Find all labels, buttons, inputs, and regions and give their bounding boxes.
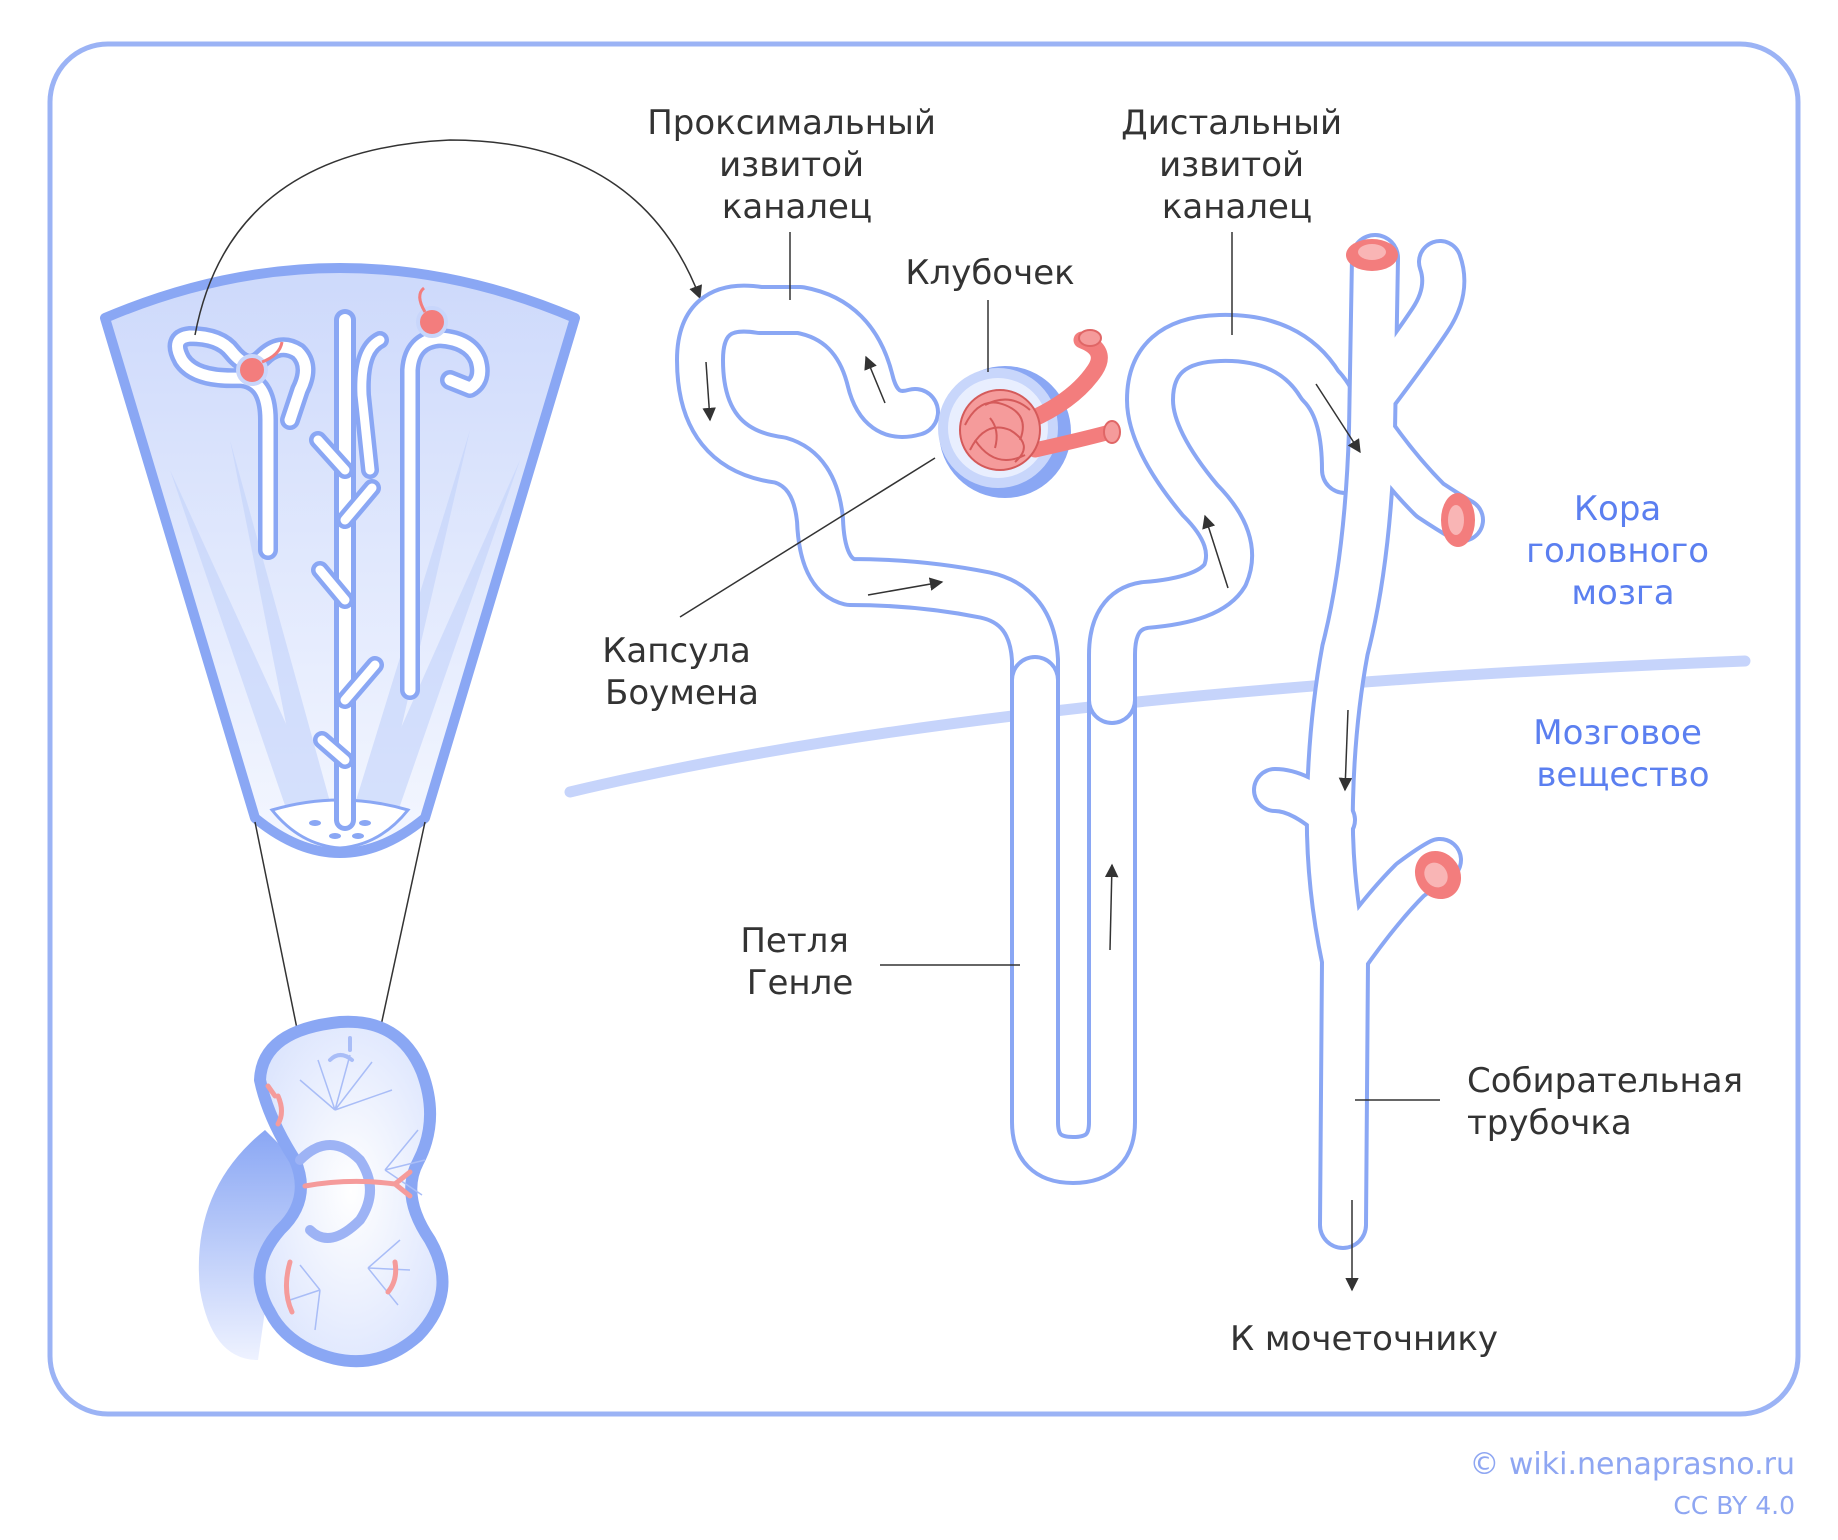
vessel-section-lower xyxy=(1414,850,1462,900)
credit-site: © wiki.nenaprasno.ru xyxy=(1469,1447,1795,1482)
label-medulla: Мозговое вещество xyxy=(1533,713,1712,795)
label-bowman-capsule: Капсула Боумена xyxy=(602,631,761,713)
vessel-section-top xyxy=(1346,239,1398,271)
label-cortex: Кора головного мозга xyxy=(1526,489,1720,613)
cortex-medulla-boundary xyxy=(564,655,1751,798)
flow-arrows xyxy=(702,355,1361,1292)
kidney-illustration xyxy=(198,1015,449,1368)
label-proximal-tubule: Проксимальный извитой каналец xyxy=(647,103,947,227)
label-glomerulus: Клубочек xyxy=(905,253,1074,293)
glomerulus xyxy=(959,329,1121,471)
outer-frame xyxy=(47,41,1801,1417)
label-loop-of-henle: Петля Генле xyxy=(740,921,859,1003)
zoom-arc xyxy=(194,139,702,336)
label-to-ureter: К мочеточнику xyxy=(1230,1319,1498,1359)
label-collecting-duct: Собирательная трубочка xyxy=(1467,1061,1754,1143)
leader-bowman xyxy=(679,457,936,618)
credit-license: CC BY 4.0 xyxy=(1673,1491,1795,1520)
vessel-section-middle xyxy=(1441,493,1475,547)
label-distal-tubule: Дистальный извитой каналец xyxy=(1121,103,1353,227)
renal-pyramid-wedge xyxy=(100,263,580,858)
